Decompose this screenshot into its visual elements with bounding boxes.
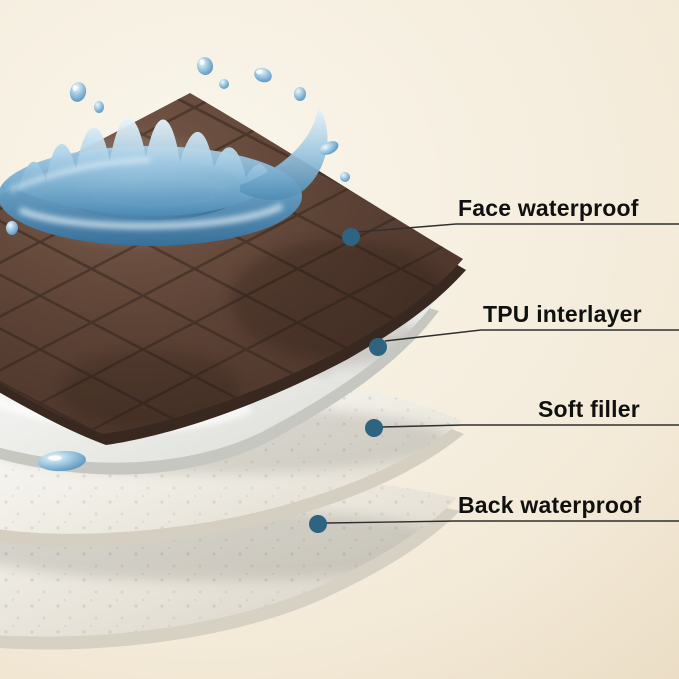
water-splash-graphic: [0, 57, 350, 246]
callout-dot-back: [309, 515, 327, 533]
callout-dot-face: [342, 228, 360, 246]
callout-label-face-waterproof: Face waterproof: [458, 195, 639, 221]
splash-droplets: [6, 57, 350, 235]
callout-label-soft-filler: Soft filler: [538, 396, 640, 422]
callout-label-back-waterproof: Back waterproof: [458, 492, 642, 518]
water-droplet-on-tpu: [38, 450, 86, 472]
callout-label-tpu-interlayer: TPU interlayer: [483, 301, 642, 327]
callouts-graphic: [309, 223, 679, 533]
splash-sheet-right: [240, 106, 328, 201]
leader-line-back: [325, 520, 679, 524]
splash-crown: [18, 117, 272, 216]
leader-line-face: [357, 223, 679, 233]
callout-dot-filler: [365, 419, 383, 437]
leader-line-tpu: [384, 329, 679, 342]
callout-dot-tpu: [369, 338, 387, 356]
face-waterproof-layer-graphic: [0, 93, 466, 445]
leader-line-filler: [381, 424, 679, 428]
